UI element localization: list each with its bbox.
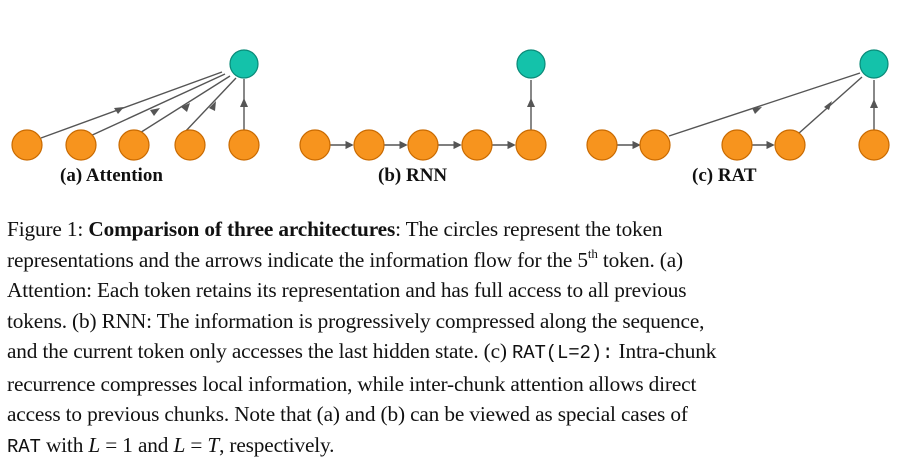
rnn-token-2: [353, 129, 385, 161]
figure-label: Figure 1:: [7, 217, 84, 241]
rnn-token-3: [407, 129, 439, 161]
caption-line-4: tokens. (b) RNN: The information is prog…: [7, 308, 705, 333]
attention-arrow-2: [87, 73, 226, 138]
rat-diagram: (c) RAT: [586, 49, 890, 186]
inline-code: RAT(L=2):: [512, 342, 614, 364]
rat-output: [859, 49, 889, 79]
rnn-diagram: (b) RNN: [299, 49, 547, 186]
rat-token-4: [774, 129, 806, 161]
caption-line-7: access to previous chunks. Note that (a)…: [7, 402, 688, 426]
caption-line-1: Figure 1: Comparison of three architectu…: [7, 217, 663, 241]
attention-token-2: [65, 129, 97, 161]
attention-token-4: [174, 129, 206, 161]
rnn-caption: (b) RNN: [378, 165, 447, 186]
attention-token-1: [11, 129, 43, 161]
caption-line-3: Attention: Each token retains its repres…: [7, 278, 687, 302]
attention-caption: (a) Attention: [60, 165, 163, 186]
inline-code: RAT: [7, 435, 41, 458]
rat-token-2: [639, 129, 671, 161]
rat-token-3: [721, 129, 753, 161]
rnn-token-5: [515, 129, 547, 161]
attention-diagram: (a) Attention: [11, 49, 260, 186]
rnn-output: [516, 49, 546, 79]
caption-title: Comparison of three architectures: [88, 217, 396, 241]
attention-token-3: [118, 129, 150, 161]
caption-line-5: and the current token only accesses the …: [7, 339, 717, 364]
attention-token-5: [228, 129, 260, 161]
attention-output: [229, 49, 259, 79]
caption-line-6: recurrence compresses local information,…: [7, 371, 697, 396]
attention-arrow-4: [182, 77, 237, 135]
figure-caption: Figure 1: Comparison of three architectu…: [7, 214, 899, 462]
caption-line-2: representations and the arrows indicate …: [7, 245, 683, 272]
caption-line-8: RAT with L = 1 and L = T, respectively.: [7, 432, 335, 458]
rat-token-1: [586, 129, 618, 161]
rat-caption: (c) RAT: [692, 165, 757, 186]
attention-arrow-1: [40, 71, 223, 139]
architecture-figure: (a) Attention (b) RNN (c) RAT: [11, 49, 890, 186]
rat-token-5: [858, 129, 890, 161]
rat-arrow-inter-1: [668, 72, 861, 137]
rnn-token-4: [461, 129, 493, 161]
rnn-token-1: [299, 129, 331, 161]
attention-arrow-3: [134, 75, 231, 137]
